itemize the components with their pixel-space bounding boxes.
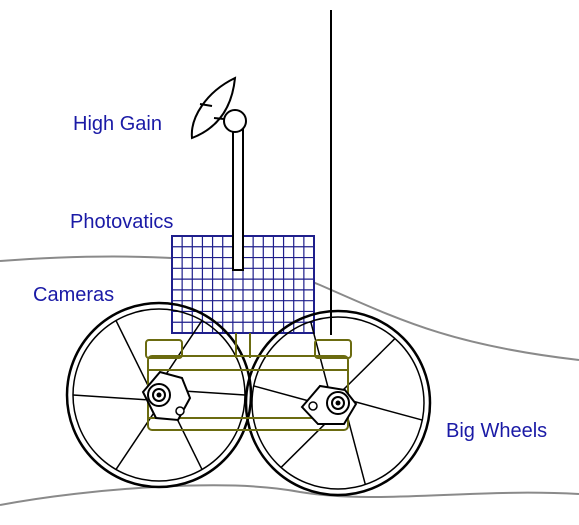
high-gain-dish-icon [190, 76, 247, 140]
wheel-spoke [115, 320, 149, 387]
wheel-rim-outer [65, 301, 253, 489]
terrain-front-line [0, 484, 579, 506]
label-photovatics: Photovatics [70, 211, 174, 233]
left-wheel-hub [141, 370, 192, 422]
label-cameras: Cameras [33, 284, 115, 306]
wheels [65, 301, 432, 497]
wheel-rim-outer [244, 309, 432, 497]
wheel-spoke [72, 394, 146, 401]
wheel-rim-inner [251, 316, 425, 490]
wheel-spoke [351, 400, 423, 421]
right-wheel-hub [300, 384, 358, 425]
wheel-spoke [342, 338, 396, 391]
label-high-gain: High Gain [73, 113, 162, 135]
high-gain-mast [232, 129, 244, 271]
label-big-wheels: Big Wheels [446, 420, 548, 442]
terrain-back-line [0, 255, 579, 361]
wheel-spoke [346, 413, 367, 485]
right-wheel [244, 309, 432, 497]
left-wheel [65, 301, 253, 489]
